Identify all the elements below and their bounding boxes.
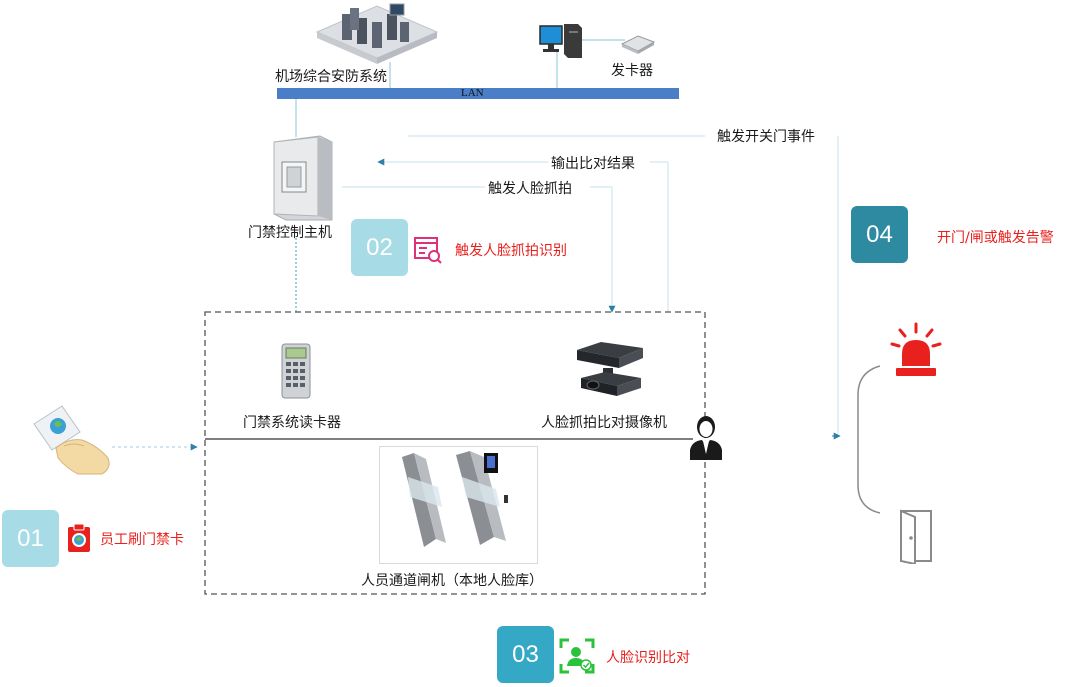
card-clipboard-icon — [66, 523, 92, 553]
face-scan-icon — [559, 638, 595, 674]
face-camera-icon — [571, 340, 645, 400]
step-01-badge: 01 — [2, 510, 59, 567]
step-03-label: 人脸识别比对 — [606, 650, 690, 666]
output-result-label: 输出比对结果 — [551, 156, 635, 172]
face-camera-label: 人脸抓拍比对摄像机 — [541, 415, 667, 431]
trigger-door-event-label: 触发开关门事件 — [717, 129, 815, 145]
turnstile-icon — [379, 446, 538, 564]
card-reader-label: 门禁系统读卡器 — [243, 415, 341, 431]
card-issuer-label: 发卡器 — [611, 63, 653, 79]
trigger-face-capture-label: 触发人脸抓拍 — [488, 181, 572, 197]
computer-icon — [538, 22, 584, 60]
alarm-light-icon — [890, 322, 942, 378]
controller-cabinet-icon — [272, 134, 334, 222]
lan-label: LAN — [461, 87, 484, 99]
step-02-label: 触发人脸抓拍识别 — [455, 243, 567, 259]
server-rack-icon — [312, 0, 442, 66]
step-01-label: 员工刷门禁卡 — [100, 532, 184, 548]
checklist-search-icon — [413, 235, 443, 265]
step-04-label: 开门/闸或触发告警 — [937, 230, 1054, 246]
step-02-badge: 02 — [351, 219, 408, 276]
hand-card-icon — [28, 402, 114, 476]
airport-system-label: 机场综合安防系统 — [275, 69, 387, 85]
outcome-bracket — [857, 365, 881, 514]
step-04-badge: 04 — [851, 206, 908, 263]
door-controller-label: 门禁控制主机 — [248, 225, 332, 241]
turnstile-label: 人员通道闸机（本地人脸库） — [361, 573, 543, 589]
keypad-reader-icon — [281, 343, 311, 399]
door-icon — [893, 508, 935, 566]
lan-bar — [277, 88, 679, 99]
card-issuer-icon — [620, 34, 656, 54]
person-icon — [688, 414, 724, 460]
step-03-badge: 03 — [497, 626, 554, 683]
